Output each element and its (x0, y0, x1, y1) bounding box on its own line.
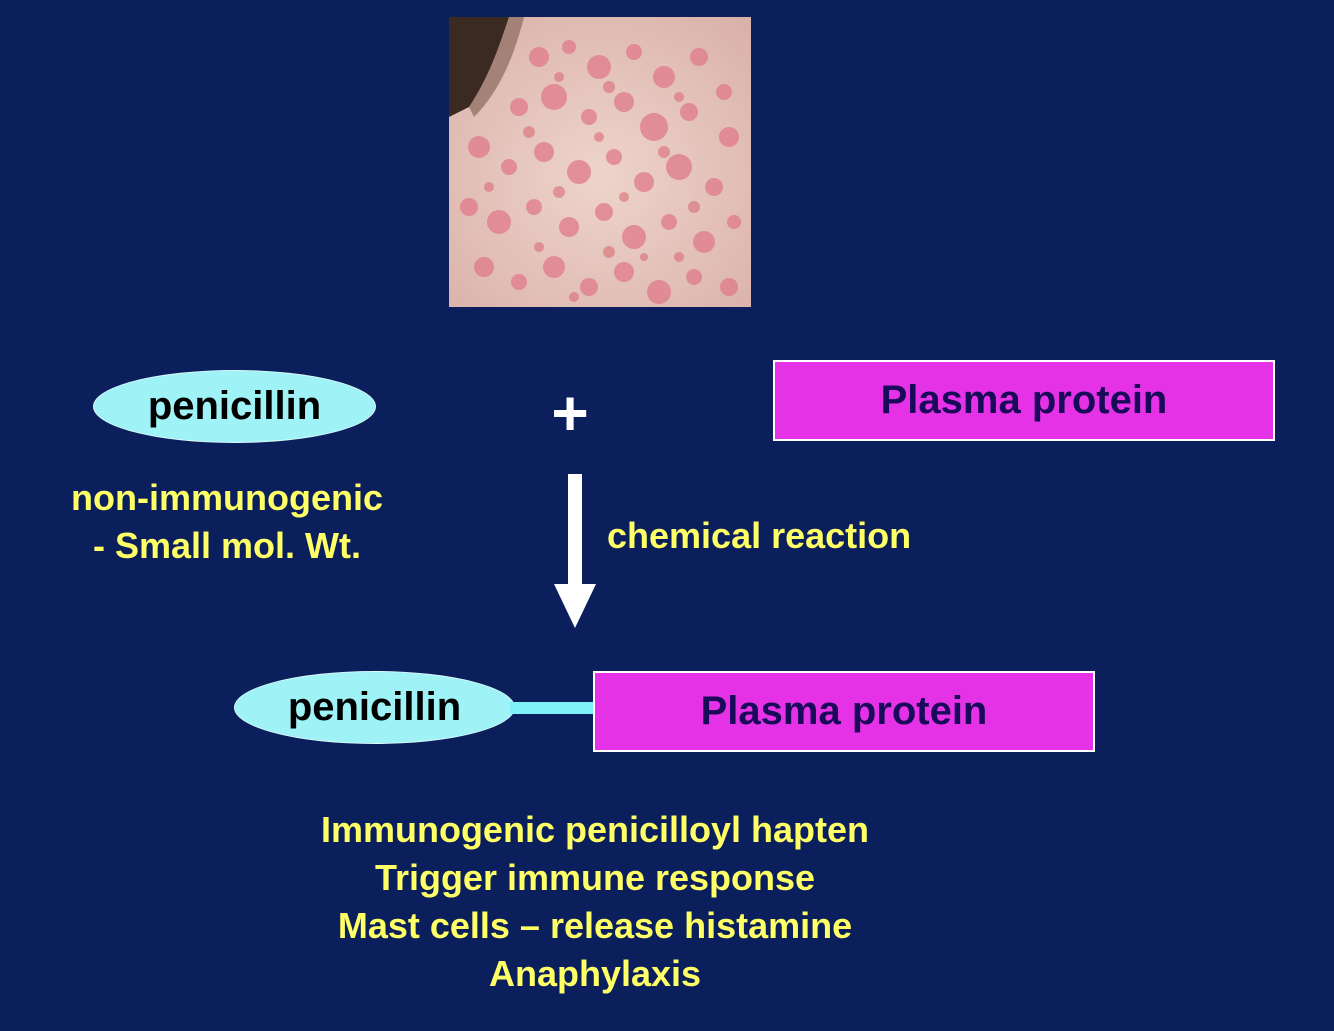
plus-sign: + (551, 377, 589, 449)
chemical-reaction-label: chemical reaction (607, 515, 912, 556)
product-plasma-protein-box: Plasma protein (593, 671, 1095, 752)
plasma-protein-box: Plasma protein (773, 360, 1275, 441)
non-immunogenic-text: non-immunogenic (71, 477, 383, 518)
outcome-item: Mast cells – release histamine (337, 905, 853, 946)
product-plasma-protein-label: Plasma protein (700, 689, 988, 733)
outcome-list: Immunogenic penicilloyl hapten Trigger i… (245, 806, 945, 998)
penicillin-note: non-immunogenic - Small mol. Wt. (30, 474, 424, 570)
outcome-item: Trigger immune response (374, 857, 816, 898)
outcome-item: Anaphylaxis (488, 953, 702, 994)
product-penicillin-label: penicillin (287, 685, 462, 729)
small-mol-wt-text: - Small mol. Wt. (92, 525, 361, 566)
skin-rash-photo (449, 17, 751, 307)
product-penicillin-ellipse: penicillin (234, 671, 515, 744)
plasma-protein-label: Plasma protein (880, 378, 1168, 422)
covalent-bond-connector (510, 702, 596, 714)
penicillin-label: penicillin (147, 384, 322, 428)
down-arrow-icon (548, 474, 602, 635)
outcome-item: Immunogenic penicilloyl hapten (320, 809, 870, 850)
penicillin-ellipse: penicillin (93, 370, 376, 443)
